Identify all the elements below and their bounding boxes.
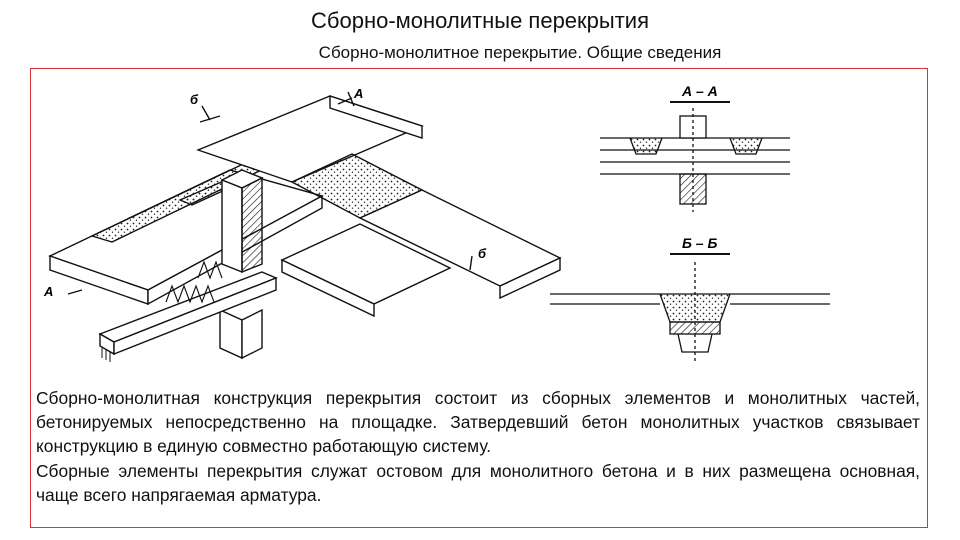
slide-title: Сборно-монолитные перекрытия	[310, 8, 649, 33]
label-b-top: б	[190, 92, 199, 107]
label-b-right: б	[478, 246, 487, 261]
section-aa-label: А – А	[681, 83, 718, 99]
section-aa-drawing	[600, 101, 790, 212]
content-frame	[30, 68, 928, 528]
label-a-top: А	[353, 86, 363, 101]
section-bb-drawing	[550, 253, 830, 362]
paragraph-1: Сборно-монолитная конструкция перекрытия…	[36, 388, 920, 457]
slide-subtitle: Сборно-монолитное перекрытие. Общие свед…	[318, 43, 722, 62]
section-bb-label: Б – Б	[682, 235, 717, 251]
axonometric-view	[48, 91, 562, 362]
paragraph-2: Сборные элементы перекрытия служат остов…	[36, 460, 920, 505]
floor-structure-drawing: б А А б А – А Б – Б	[43, 83, 830, 362]
description-text: Сборно-монолитная конструкция перекрытия…	[36, 386, 920, 507]
label-a-left: А	[43, 284, 53, 299]
